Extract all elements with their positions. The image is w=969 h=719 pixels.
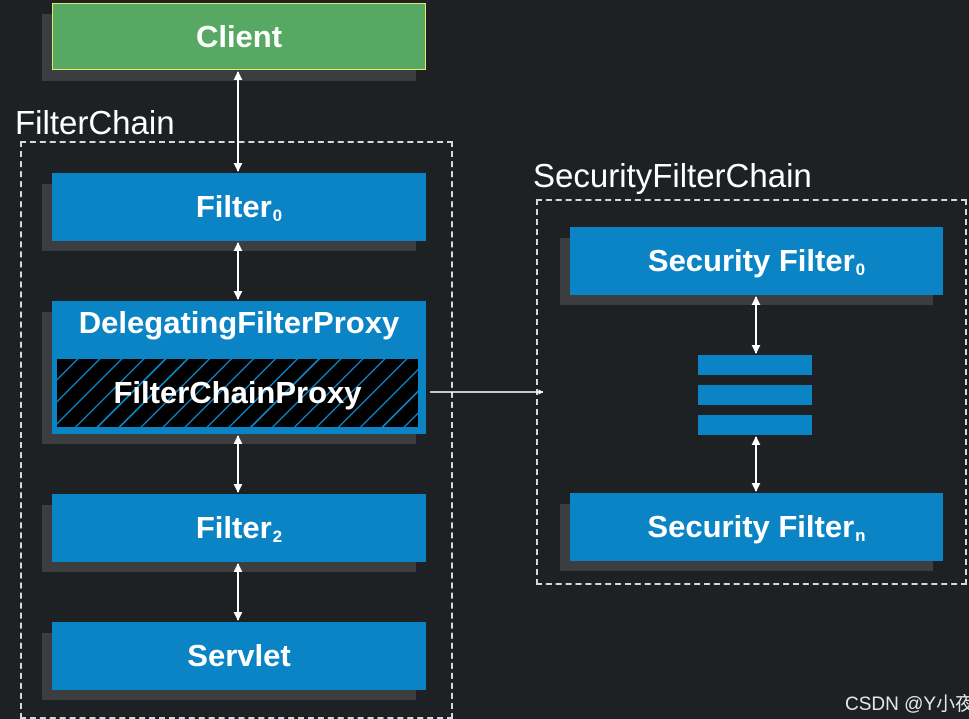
filter-stack-bar-1 bbox=[698, 355, 812, 375]
security-filter0-subscript: 0 bbox=[855, 260, 866, 279]
client-label: Client bbox=[195, 18, 283, 54]
filter-stack-bar-3 bbox=[698, 415, 812, 435]
filter-chain-proxy-box: FilterChainProxy bbox=[56, 358, 419, 428]
filter0-subscript: 0 bbox=[272, 206, 283, 225]
filter2-label: Filter bbox=[195, 510, 272, 545]
watermark: CSDN @Y小夜 bbox=[845, 694, 969, 715]
delegating-filter-proxy-label: DelegatingFilterProxy bbox=[78, 305, 400, 340]
filter2-subscript: 2 bbox=[272, 527, 283, 546]
servlet-box: Servlet bbox=[52, 622, 426, 690]
client-box: Client bbox=[52, 3, 426, 70]
filter-stack-bar-2 bbox=[698, 385, 812, 405]
security-filter0-label: Security Filter bbox=[647, 243, 855, 278]
security-filtern-label: Security Filter bbox=[647, 509, 855, 544]
filter-chain-title: FilterChain bbox=[15, 104, 175, 141]
security-filtern-subscript: n bbox=[855, 526, 866, 545]
security-filter-chain-title: SecurityFilterChain bbox=[533, 157, 812, 194]
filter0-label: Filter bbox=[195, 189, 272, 224]
filter-chain-proxy-label: FilterChainProxy bbox=[113, 375, 362, 410]
servlet-label: Servlet bbox=[187, 638, 291, 673]
